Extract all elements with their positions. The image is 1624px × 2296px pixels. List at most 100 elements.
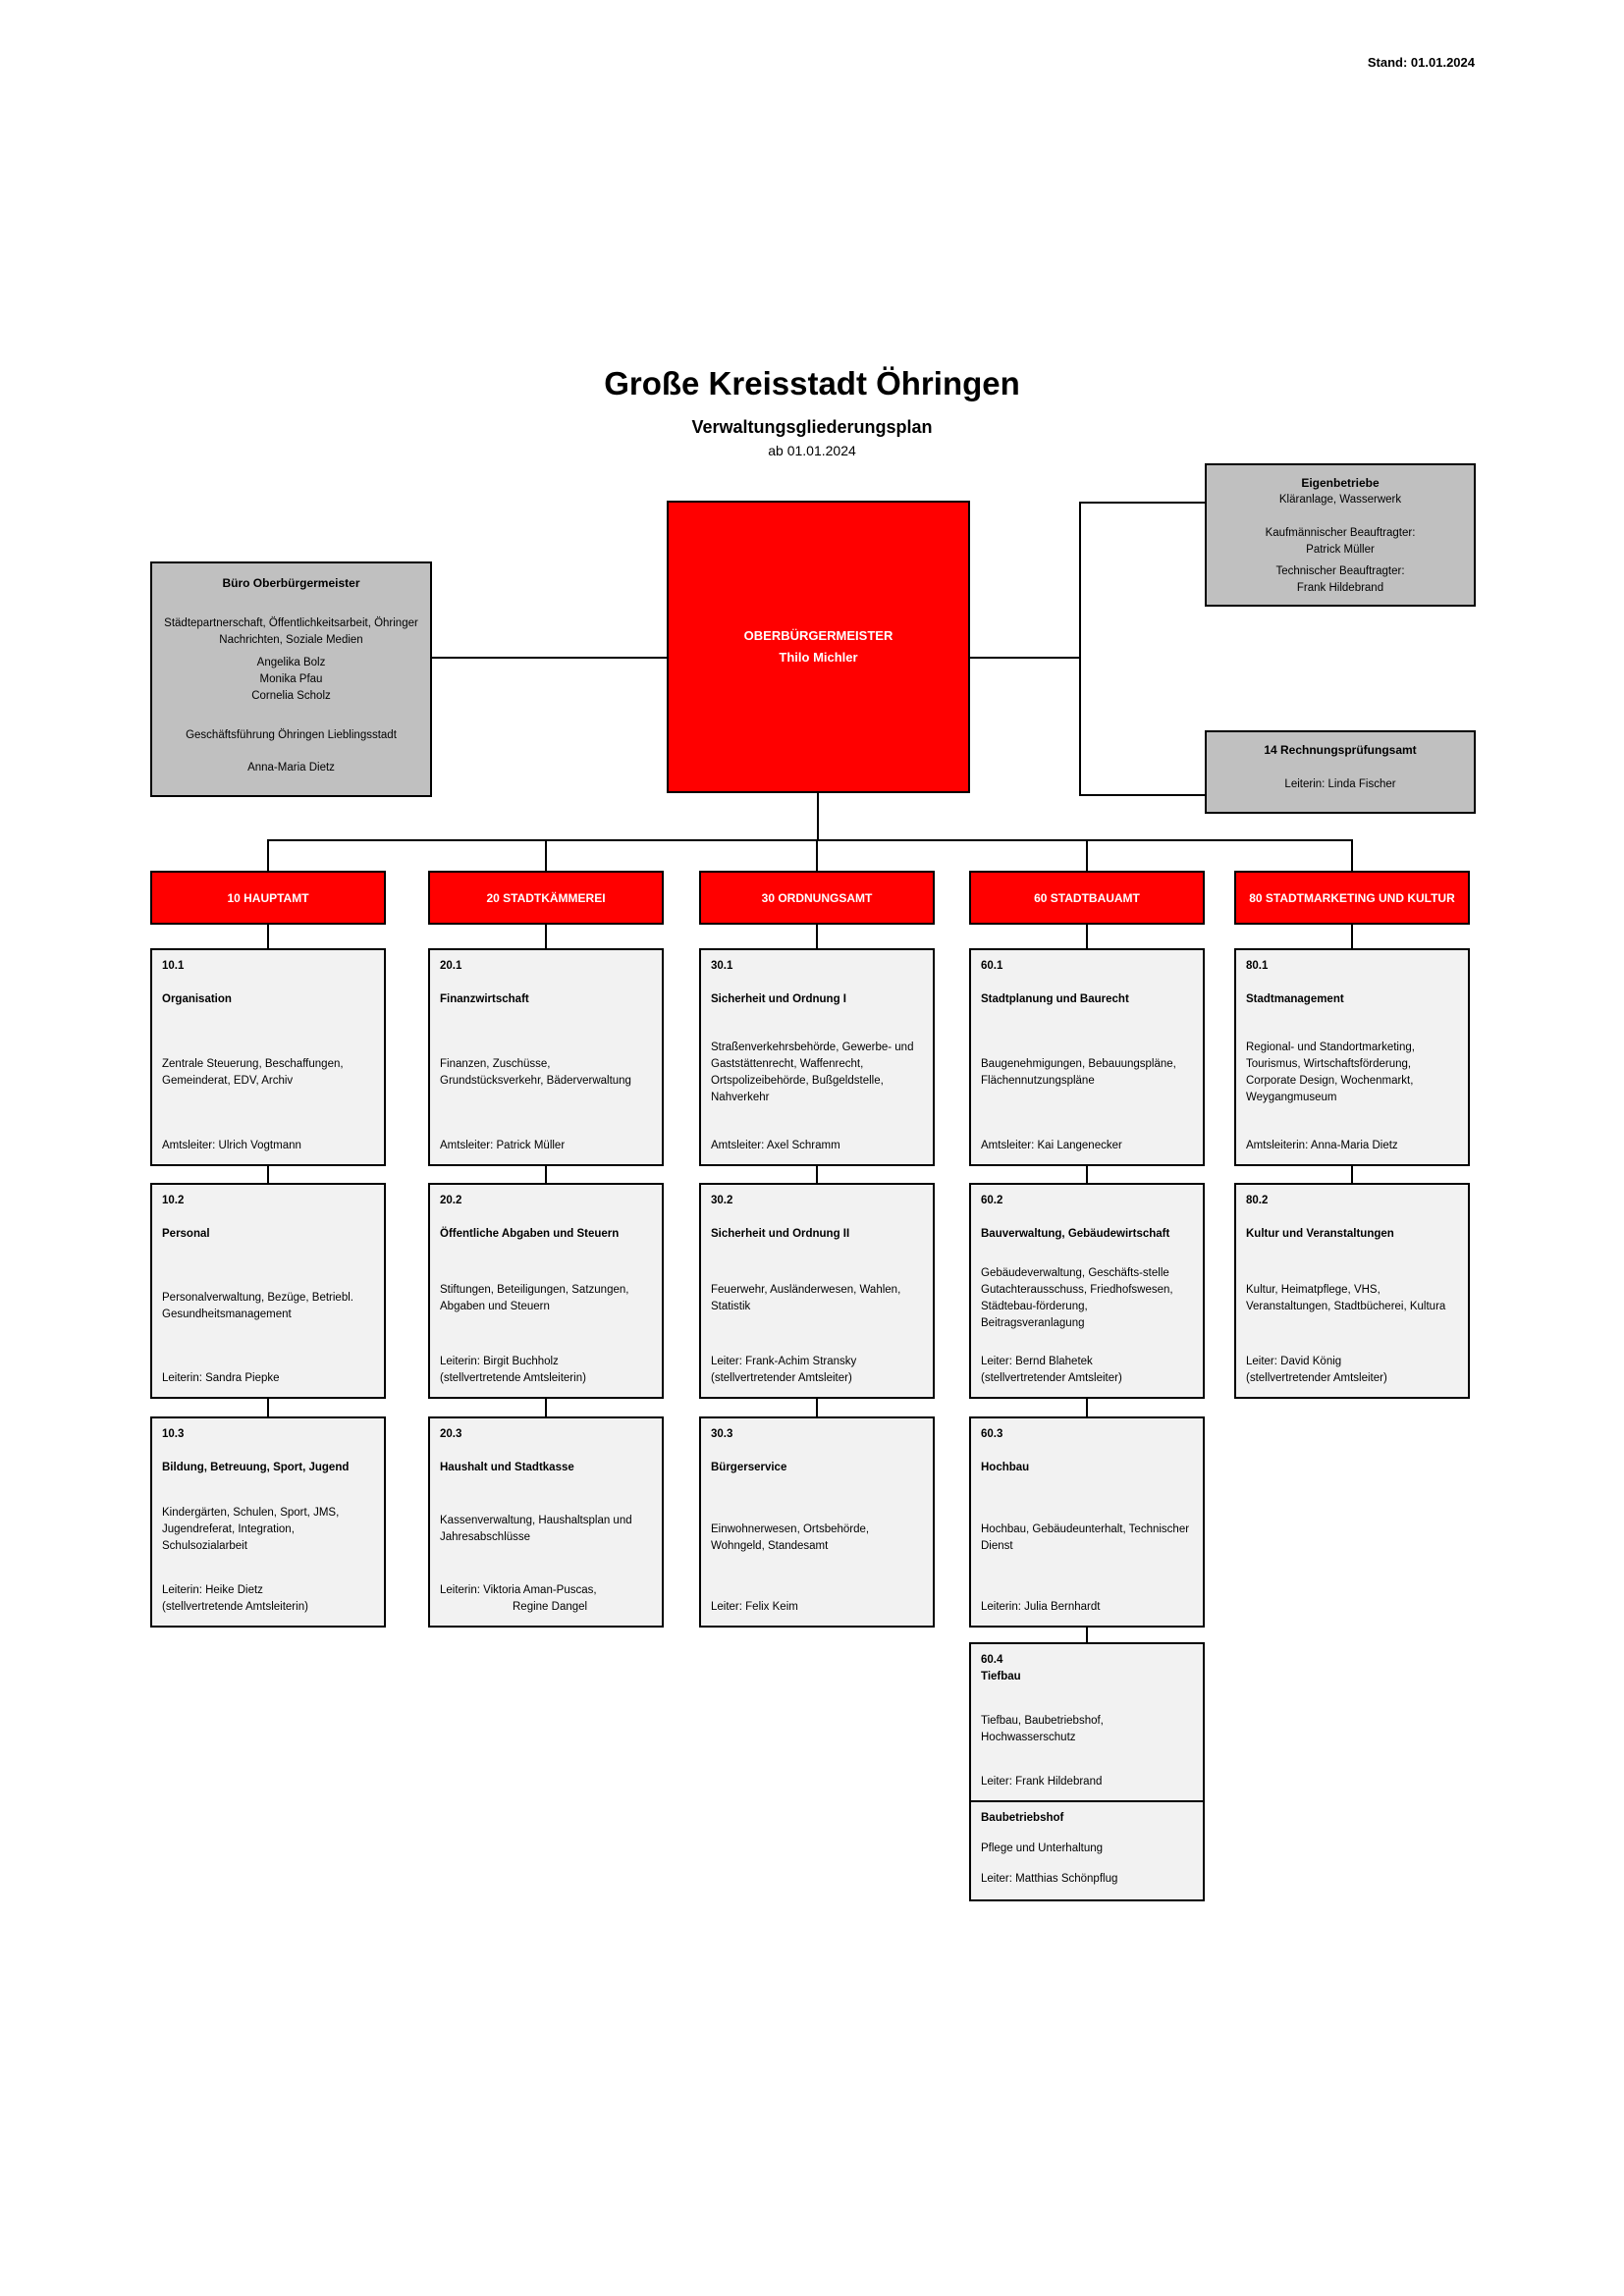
buero-staff-3: Cornelia Scholz bbox=[251, 690, 331, 702]
org-box-20-1: 20.1 Finanzwirtschaft Finanzen, Zuschüss… bbox=[428, 948, 664, 1166]
box-number: 80.2 bbox=[1246, 1195, 1269, 1206]
box-tasks: Gebäudeverwaltung, Geschäfts-stelle Guta… bbox=[981, 1266, 1173, 1329]
connector-drop-col1 bbox=[267, 839, 269, 871]
connector-col4-r2 bbox=[1086, 1166, 1088, 1183]
box-tasks: Zentrale Steuerung, Beschaffungen, Gemei… bbox=[162, 1058, 344, 1087]
leader-line-2: Regine Dangel bbox=[513, 1601, 588, 1613]
connector-drop-col3 bbox=[816, 839, 818, 871]
dept-header-20-label: 20 STADTKÄMMEREI bbox=[486, 890, 606, 905]
connector-col2-r2 bbox=[545, 1166, 547, 1183]
connector-col4-r1 bbox=[1086, 925, 1088, 948]
box-number: 60.2 bbox=[981, 1195, 1003, 1206]
org-box-60-2: 60.2 Bauverwaltung, Gebäudewirtschaft Ge… bbox=[969, 1183, 1205, 1399]
org-box-60-3: 60.3 Hochbau Hochbau, Gebäudeunterhalt, … bbox=[969, 1416, 1205, 1628]
connector-right-vertical bbox=[1079, 502, 1081, 796]
box-number: 10.1 bbox=[162, 960, 185, 972]
box-number: 60.1 bbox=[981, 960, 1003, 972]
box-title: Sicherheit und Ordnung II bbox=[711, 1228, 850, 1240]
box-title: Stadtplanung und Baurecht bbox=[981, 993, 1129, 1005]
connector-drop-col2 bbox=[545, 839, 547, 871]
box-tasks: Einwohnerwesen, Ortsbehörde, Wohngeld, S… bbox=[711, 1522, 870, 1552]
leader-line-1: Leiter: David König bbox=[1246, 1356, 1342, 1367]
box-leader: Amtsleiter: Axel Schramm bbox=[711, 1138, 923, 1154]
box-number: 10.3 bbox=[162, 1428, 185, 1440]
box-number: 80.1 bbox=[1246, 960, 1269, 972]
box-leader: Leiter: Frank Hildebrand bbox=[981, 1774, 1193, 1790]
leader-line-1: Leiterin: Julia Bernhardt bbox=[981, 1601, 1101, 1613]
org-box-80-2: 80.2 Kultur und Veranstaltungen Kultur, … bbox=[1234, 1183, 1470, 1399]
org-box-baubetriebshof: Baubetriebshof Pflege und Unterhaltung L… bbox=[969, 1800, 1205, 1901]
box-tasks: Pflege und Unterhaltung bbox=[981, 1842, 1104, 1854]
leader-line-1: Leiterin: Birgit Buchholz bbox=[440, 1356, 559, 1367]
leader-line-1: Amtsleiterin: Anna-Maria Dietz bbox=[1246, 1140, 1398, 1151]
leader-line-2: (stellvertretender Amtsleiter) bbox=[1246, 1372, 1387, 1384]
dept-header-80: 80 STADTMARKETING UND KULTUR bbox=[1234, 871, 1470, 925]
connector-drop-col5 bbox=[1351, 839, 1353, 871]
box-title: Bürgerservice bbox=[711, 1462, 787, 1473]
dept-header-30-label: 30 ORDNUNGSAMT bbox=[761, 890, 873, 905]
box-number: 20.1 bbox=[440, 960, 462, 972]
org-box-20-2: 20.2 Öffentliche Abgaben und Steuern Sti… bbox=[428, 1183, 664, 1399]
buero-title: Büro Oberbürgermeister bbox=[222, 576, 360, 590]
connector-col1-r2 bbox=[267, 1166, 269, 1183]
leader-line-1: Leiterin: Heike Dietz bbox=[162, 1584, 263, 1596]
connector-buero-mayor bbox=[432, 657, 667, 659]
connector-rechnungspruefungsamt bbox=[1080, 794, 1205, 796]
box-tasks: Kultur, Heimatpflege, VHS, Veranstaltung… bbox=[1246, 1283, 1446, 1312]
box-leader: Leiter: Felix Keim bbox=[711, 1599, 923, 1616]
dept-header-10-label: 10 HAUPTAMT bbox=[227, 890, 309, 905]
box-leader: Leiterin: Birgit Buchholz (stellvertrete… bbox=[440, 1354, 652, 1387]
box-title: Kultur und Veranstaltungen bbox=[1246, 1228, 1394, 1240]
org-box-80-1: 80.1 Stadtmanagement Regional- und Stand… bbox=[1234, 948, 1470, 1166]
box-tasks: Regional- und Standortmarketing, Tourism… bbox=[1246, 1041, 1415, 1103]
connector-col4-r3 bbox=[1086, 1399, 1088, 1416]
eigenbetriebe-role1-label: Kaufmännischer Beauftragter: bbox=[1265, 527, 1416, 539]
box-title: Personal bbox=[162, 1228, 210, 1240]
box-tasks: Straßenverkehrsbehörde, Gewerbe- und Gas… bbox=[711, 1041, 914, 1103]
leader-line-2: (stellvertretende Amtsleiterin) bbox=[162, 1601, 308, 1613]
org-box-10-2: 10.2 Personal Personalverwaltung, Bezüge… bbox=[150, 1183, 386, 1399]
box-title: Bildung, Betreuung, Sport, Jugend bbox=[162, 1462, 350, 1473]
connector-eigenbetriebe bbox=[1080, 502, 1205, 504]
box-leader: Leiter: Matthias Schönpflug bbox=[981, 1873, 1118, 1885]
rechnungspruefungsamt-title: 14 Rechnungsprüfungsamt bbox=[1264, 743, 1417, 757]
box-tasks: Tiefbau, Baubetriebshof, Hochwasserschut… bbox=[981, 1715, 1104, 1743]
box-title: Tiefbau bbox=[981, 1671, 1021, 1682]
box-tasks: Finanzen, Zuschüsse, Grundstücksverkehr,… bbox=[440, 1058, 631, 1087]
box-leader: Amtsleiter: Patrick Müller bbox=[440, 1138, 652, 1154]
eigenbetriebe-title: Eigenbetriebe bbox=[1301, 476, 1380, 490]
box-tasks: Stiftungen, Beteiligungen, Satzungen, Ab… bbox=[440, 1283, 629, 1312]
leader-line-1: Leiter: Frank-Achim Stransky bbox=[711, 1356, 857, 1367]
connector-col3-r1 bbox=[816, 925, 818, 948]
connector-drop-col4 bbox=[1086, 839, 1088, 871]
eigenbetriebe-role1-name: Patrick Müller bbox=[1306, 544, 1375, 556]
box-number: 60.4 bbox=[981, 1654, 1003, 1666]
buero-management: Geschäftsführung Öhringen Lieblingsstadt bbox=[186, 729, 397, 741]
box-leader: Leiter: Frank-Achim Stransky (stellvertr… bbox=[711, 1354, 923, 1387]
buero-tasks: Städtepartnerschaft, Öffentlichkeitsarbe… bbox=[164, 617, 418, 646]
box-leader: Leiter: Bernd Blahetek (stellvertretende… bbox=[981, 1354, 1193, 1387]
dept-header-60-label: 60 STADTBAUAMT bbox=[1034, 890, 1140, 905]
box-title: Bauverwaltung, Gebäudewirtschaft bbox=[981, 1228, 1170, 1240]
org-box-10-1: 10.1 Organisation Zentrale Steuerung, Be… bbox=[150, 948, 386, 1166]
box-number: 30.1 bbox=[711, 960, 733, 972]
eigenbetriebe-subtitle: Kläranlage, Wasserwerk bbox=[1278, 494, 1402, 506]
connector-col3-r2 bbox=[816, 1166, 818, 1183]
leader-line-1: Amtsleiter: Ulrich Vogtmann bbox=[162, 1140, 301, 1151]
box-number: 20.3 bbox=[440, 1428, 462, 1440]
box-number: 30.2 bbox=[711, 1195, 733, 1206]
leader-line-1: Leiter: Felix Keim bbox=[711, 1601, 798, 1613]
box-leader: Leiterin: Sandra Piepke bbox=[162, 1370, 374, 1387]
box-title: Finanzwirtschaft bbox=[440, 993, 529, 1005]
box-number: 60.3 bbox=[981, 1428, 1003, 1440]
buero-staff-1: Angelika Bolz bbox=[256, 657, 326, 668]
buero-box: Büro Oberbürgermeister Städtepartnerscha… bbox=[150, 561, 432, 797]
box-tasks: Personalverwaltung, Bezüge, Betriebl. Ge… bbox=[162, 1292, 353, 1320]
box-title: Sicherheit und Ordnung I bbox=[711, 993, 846, 1005]
org-box-30-2: 30.2 Sicherheit und Ordnung II Feuerwehr… bbox=[699, 1183, 935, 1399]
leader-line-1: Amtsleiter: Patrick Müller bbox=[440, 1140, 566, 1151]
dept-header-80-label: 80 STADTMARKETING UND KULTUR bbox=[1249, 890, 1455, 905]
mayor-box: OBERBÜRGERMEISTER Thilo Michler bbox=[667, 501, 970, 793]
leader-line-1: Amtsleiter: Axel Schramm bbox=[711, 1140, 840, 1151]
connector-main-horizontal bbox=[267, 839, 1353, 841]
